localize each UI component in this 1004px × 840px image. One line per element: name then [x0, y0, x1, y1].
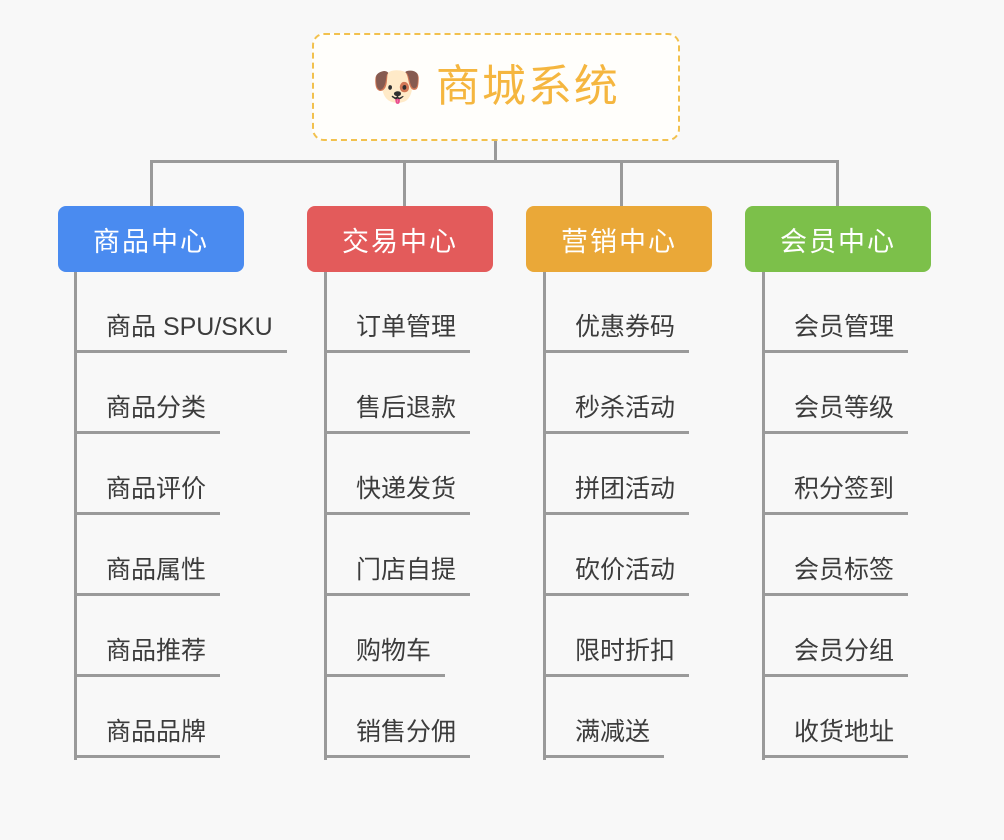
leaf-item-label: 限时折扣 — [543, 637, 690, 677]
leaf-item-label: 会员管理 — [762, 313, 909, 353]
leaf-item-label: 会员等级 — [762, 394, 909, 434]
branch-stem-connector-1 — [150, 160, 153, 207]
root-node[interactable]: 🐶 商城系统 — [312, 33, 680, 141]
leaf-item-label: 门店自提 — [324, 556, 471, 596]
leaf-item-label: 优惠券码 — [543, 313, 690, 353]
leaf-item-label: 商品评价 — [74, 475, 221, 515]
leaf-item-label: 商品品牌 — [74, 718, 221, 758]
branch-stem-connector-3 — [620, 160, 623, 207]
leaf-item[interactable]: 砍价活动 — [543, 515, 690, 596]
leaf-item[interactable]: 门店自提 — [324, 515, 471, 596]
leaf-item-label: 快递发货 — [324, 475, 471, 515]
branch-stem-connector-4 — [836, 160, 839, 207]
leaf-item[interactable]: 商品评价 — [74, 434, 221, 515]
leaf-item[interactable]: 商品 SPU/SKU — [74, 272, 287, 353]
leaf-item-label: 秒杀活动 — [543, 394, 690, 434]
leaf-item[interactable]: 订单管理 — [324, 272, 471, 353]
leaf-item[interactable]: 会员等级 — [762, 353, 909, 434]
leaf-item-label: 商品 SPU/SKU — [74, 313, 287, 353]
leaf-item-label: 商品属性 — [74, 556, 221, 596]
category-box-3[interactable]: 营销中心 — [526, 206, 712, 272]
leaf-item-label: 商品推荐 — [74, 637, 221, 677]
leaf-item[interactable]: 购物车 — [324, 596, 446, 677]
leaf-item[interactable]: 商品品牌 — [74, 677, 221, 758]
leaf-item[interactable]: 秒杀活动 — [543, 353, 690, 434]
leaf-spine-connector — [543, 272, 546, 760]
root-stem-connector — [494, 141, 497, 162]
leaf-item-label: 砍价活动 — [543, 556, 690, 596]
leaf-item-label: 商品分类 — [74, 394, 221, 434]
leaf-spine-connector — [324, 272, 327, 760]
category-box-4[interactable]: 会员中心 — [745, 206, 931, 272]
dog-face-icon: 🐶 — [372, 65, 422, 109]
branch-bus-connector — [150, 160, 838, 163]
leaf-item-label: 会员分组 — [762, 637, 909, 677]
root-title: 商城系统 — [435, 62, 620, 111]
leaf-item[interactable]: 商品推荐 — [74, 596, 221, 677]
leaf-item[interactable]: 售后退款 — [324, 353, 471, 434]
category-box-2[interactable]: 交易中心 — [307, 206, 493, 272]
leaf-item-label: 积分签到 — [762, 475, 909, 515]
leaf-item[interactable]: 快递发货 — [324, 434, 471, 515]
leaf-item-label: 订单管理 — [324, 313, 471, 353]
leaf-item[interactable]: 收货地址 — [762, 677, 909, 758]
leaf-item[interactable]: 拼团活动 — [543, 434, 690, 515]
leaf-item[interactable]: 商品分类 — [74, 353, 221, 434]
leaf-item[interactable]: 商品属性 — [74, 515, 221, 596]
leaf-item[interactable]: 会员标签 — [762, 515, 909, 596]
leaf-item-label: 拼团活动 — [543, 475, 690, 515]
leaf-spine-connector — [762, 272, 765, 760]
leaf-spine-connector — [74, 272, 77, 760]
category-label: 交易中心 — [342, 226, 458, 257]
leaf-item-label: 会员标签 — [762, 556, 909, 596]
leaf-item-label: 销售分佣 — [324, 718, 471, 758]
leaf-item-label: 满减送 — [543, 718, 665, 758]
category-label: 会员中心 — [780, 226, 896, 257]
leaf-item-label: 售后退款 — [324, 394, 471, 434]
leaf-item[interactable]: 优惠券码 — [543, 272, 690, 353]
branch-stem-connector-2 — [403, 160, 406, 207]
leaf-item[interactable]: 会员管理 — [762, 272, 909, 353]
leaf-item[interactable]: 限时折扣 — [543, 596, 690, 677]
category-box-1[interactable]: 商品中心 — [58, 206, 244, 272]
leaf-item[interactable]: 销售分佣 — [324, 677, 471, 758]
leaf-item[interactable]: 积分签到 — [762, 434, 909, 515]
leaf-item[interactable]: 会员分组 — [762, 596, 909, 677]
category-label: 商品中心 — [93, 226, 209, 257]
leaf-item-label: 收货地址 — [762, 718, 909, 758]
leaf-item[interactable]: 满减送 — [543, 677, 665, 758]
category-label: 营销中心 — [561, 226, 677, 257]
leaf-item-label: 购物车 — [324, 637, 446, 677]
